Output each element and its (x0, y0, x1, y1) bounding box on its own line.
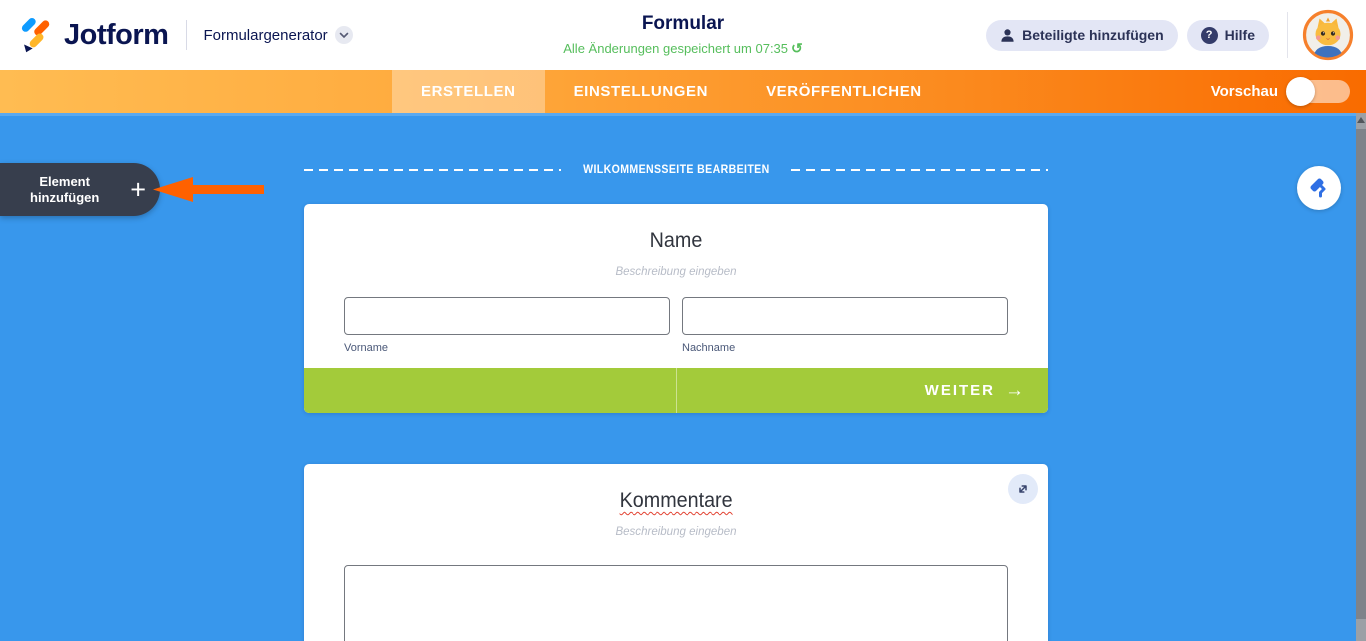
app-header: Jotform Formulargenerator Formular Alle … (0, 0, 1366, 70)
product-switcher[interactable]: Formulargenerator (203, 26, 328, 44)
form-header-center: Formular Alle Änderungen gespeichert um … (563, 13, 803, 57)
question-icon: ? (1200, 26, 1218, 44)
first-name-sublabel: Vorname (344, 342, 389, 354)
header-actions: Beteiligte hinzufügen ? Hilfe (977, 0, 1354, 70)
header-divider (1287, 12, 1288, 58)
add-collaborators-button[interactable]: Beteiligte hinzufügen (986, 19, 1178, 51)
welcome-page-card[interactable]: Name Beschreibung eingeben Vorname Nachn… (304, 204, 1048, 413)
help-button[interactable]: ? Hilfe (1186, 19, 1269, 51)
paint-roller-icon (1310, 178, 1326, 198)
chevron-down-icon[interactable] (334, 26, 353, 44)
builder-tabs: ERSTELLEN EINSTELLUNGEN VERÖFFENTLICHEN (392, 70, 951, 113)
form-designer-button[interactable] (1297, 166, 1341, 210)
tab-erstellen[interactable]: ERSTELLEN (392, 70, 545, 113)
user-icon (1001, 28, 1014, 42)
name-fields-row: Vorname Nachname (344, 297, 1008, 354)
first-name-input[interactable] (344, 297, 670, 335)
add-element-label: Element hinzufügen (30, 173, 100, 205)
tab-einstellungen[interactable]: EINSTELLUNGEN (573, 83, 709, 100)
form-canvas: Element hinzufügen + WILKOMMENSSEITE BEA… (0, 113, 1366, 641)
preview-group: Vorschau (1211, 70, 1350, 113)
undo-icon[interactable]: ↺ (791, 40, 803, 56)
section-label: WILKOMMENSSEITE BEARBEITEN (582, 164, 770, 176)
toggle-knob (1286, 77, 1315, 106)
plus-icon: + (130, 174, 146, 204)
comments-field-card[interactable]: Kommentare Beschreibung eingeben (304, 464, 1048, 641)
dashed-line (304, 169, 561, 171)
tab-veroeffentlichen[interactable]: VERÖFFENTLICHEN (766, 83, 922, 100)
field-description-placeholder[interactable]: Beschreibung eingeben (615, 524, 737, 538)
next-button[interactable]: WEITER → (304, 368, 1048, 413)
vertical-scrollbar[interactable] (1356, 113, 1366, 641)
arrow-right-icon: → (1005, 380, 1024, 401)
expand-button[interactable] (1008, 474, 1038, 504)
save-status: Alle Änderungen gespeichert um 07:35↺ (563, 40, 803, 56)
last-name-column: Nachname (682, 297, 1008, 354)
jotform-logo-icon (21, 18, 50, 53)
scrollbar-thumb[interactable] (1356, 129, 1366, 619)
avatar[interactable] (1302, 9, 1354, 61)
scroll-up-arrow-icon[interactable] (1357, 117, 1365, 123)
welcome-section-divider: WILKOMMENSSEITE BEARBEITEN (304, 164, 1048, 176)
preview-label: Vorschau (1210, 83, 1278, 100)
dashed-line (791, 169, 1048, 171)
add-element-button[interactable]: Element hinzufügen + (0, 163, 160, 216)
field-title-kommentare[interactable]: Kommentare (619, 489, 733, 512)
expand-icon (1019, 485, 1027, 493)
first-name-column: Vorname (344, 297, 670, 354)
field-description-placeholder[interactable]: Beschreibung eingeben (615, 264, 737, 278)
header-divider (186, 20, 188, 50)
annotation-arrow-icon (153, 177, 264, 202)
last-name-input[interactable] (682, 297, 1008, 335)
page-title[interactable]: Formular (641, 13, 725, 34)
last-name-sublabel: Nachname (682, 342, 736, 354)
preview-toggle[interactable] (1286, 77, 1350, 106)
logo-group[interactable]: Jotform Formulargenerator (18, 0, 353, 70)
builder-navbar: ERSTELLEN EINSTELLUNGEN VERÖFFENTLICHEN … (0, 70, 1366, 113)
field-title-name[interactable]: Name (649, 229, 703, 252)
comments-textarea[interactable] (344, 565, 1008, 641)
logo-wordmark: Jotform (64, 18, 169, 51)
